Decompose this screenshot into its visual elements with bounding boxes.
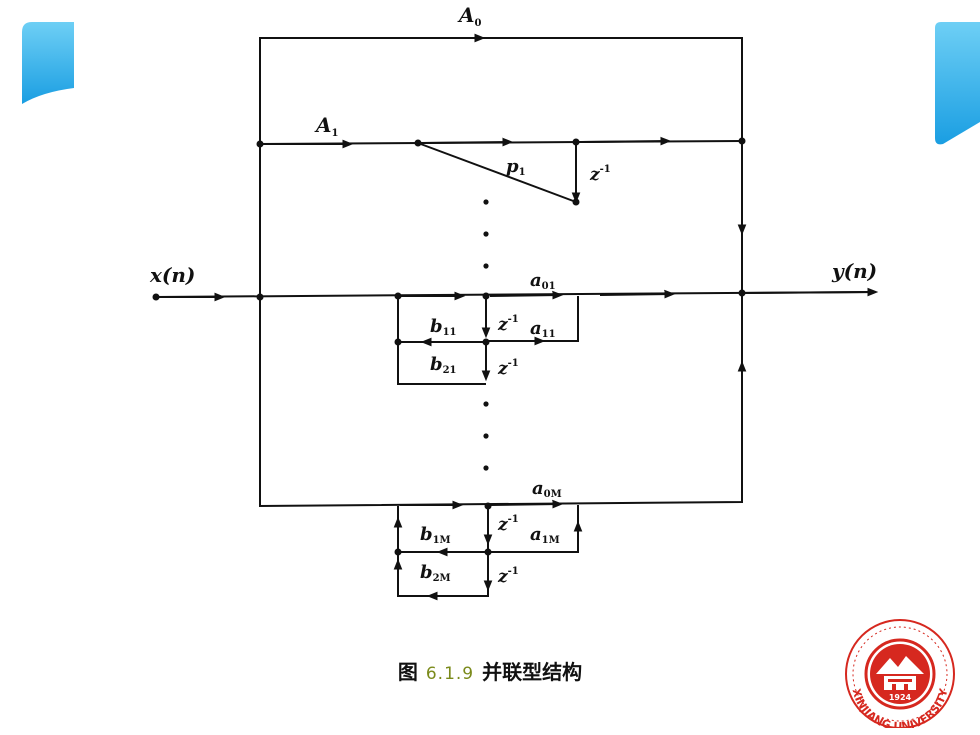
ellipsis-dot (483, 465, 489, 471)
branch-a0-path (259, 37, 743, 295)
label-a1M: a1M (530, 524, 560, 546)
a1-arrow-3 (579, 136, 672, 146)
ellipsis-dot (483, 263, 489, 269)
university-logo: 1924 XINJIANG UNIVERSITY (845, 619, 955, 728)
node (256, 293, 264, 301)
node (572, 138, 580, 146)
p1-feedback (417, 142, 577, 203)
label-z-inv-1: z-1 (589, 164, 611, 185)
label-y-n: y(n) (831, 259, 877, 283)
label-b21: b21 (430, 354, 457, 376)
output-arrow (741, 287, 879, 297)
logo-year: 1924 (889, 693, 912, 702)
label-A1: A1 (314, 113, 339, 139)
node (482, 292, 490, 300)
label-z-inv-2: z-1 (497, 314, 519, 335)
caption-number: 6.1.9 (425, 664, 475, 684)
figure-caption: 图 6.1.9 并联型结构 (0, 656, 980, 685)
label-b1M: b1M (420, 524, 451, 546)
label-p1: p1 (506, 156, 526, 178)
label-b2M: b2M (420, 562, 451, 584)
node (152, 293, 160, 301)
bottom-arrow-2 (489, 499, 564, 509)
label-a01: a01 (530, 270, 556, 292)
node (394, 338, 402, 346)
ellipsis-dot (483, 231, 489, 237)
label-z-inv-4: z-1 (497, 514, 519, 535)
node (394, 548, 402, 556)
label-z-inv-3: z-1 (497, 358, 519, 379)
section1-box (397, 296, 486, 385)
node (484, 548, 492, 556)
label-a11: a11 (530, 318, 556, 340)
node (738, 137, 746, 145)
ellipsis-dot (483, 199, 489, 205)
node (414, 139, 422, 147)
right-blue-tab (935, 22, 980, 145)
node (394, 292, 402, 300)
caption-title: 并联型结构 (482, 660, 583, 684)
ellipsis-dot (483, 433, 489, 439)
a1-arrow-2 (419, 137, 514, 147)
node (482, 338, 490, 346)
label-a0M: a0M (532, 478, 562, 500)
label-z-inv-5: z-1 (497, 566, 519, 587)
node (256, 140, 264, 148)
label-x-n: x(n) (149, 263, 195, 287)
node (738, 289, 746, 297)
node (572, 198, 580, 206)
left-blue-tab (22, 22, 74, 104)
parallel-structure-diagram: A0 A1 p1 z-1 x(n) y(n) a01 b11 z-1 a11 b… (149, 3, 879, 601)
label-A0: A0 (457, 3, 482, 29)
ellipsis-dot (483, 401, 489, 407)
label-b11: b11 (430, 316, 457, 338)
caption-prefix: 图 (397, 660, 418, 684)
main-arrow-2 (489, 290, 564, 300)
main-arrow-3 (599, 289, 676, 299)
node (484, 502, 492, 510)
